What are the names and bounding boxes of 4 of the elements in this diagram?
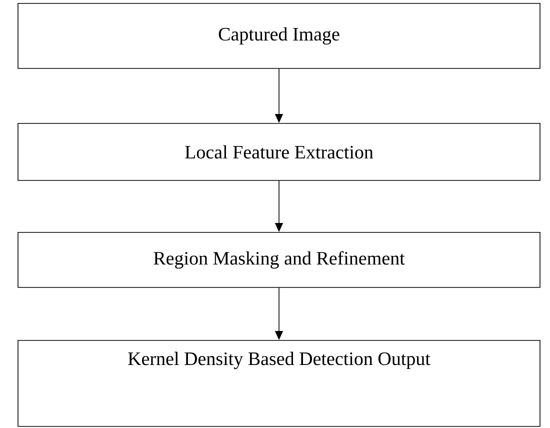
process-box: Captured Image — [18, 3, 540, 69]
process-box: Region Masking and Refinement — [18, 232, 540, 288]
process-box: Local Feature Extraction — [18, 123, 540, 181]
process-box: Kernel Density Based Detection Output — [18, 340, 540, 427]
